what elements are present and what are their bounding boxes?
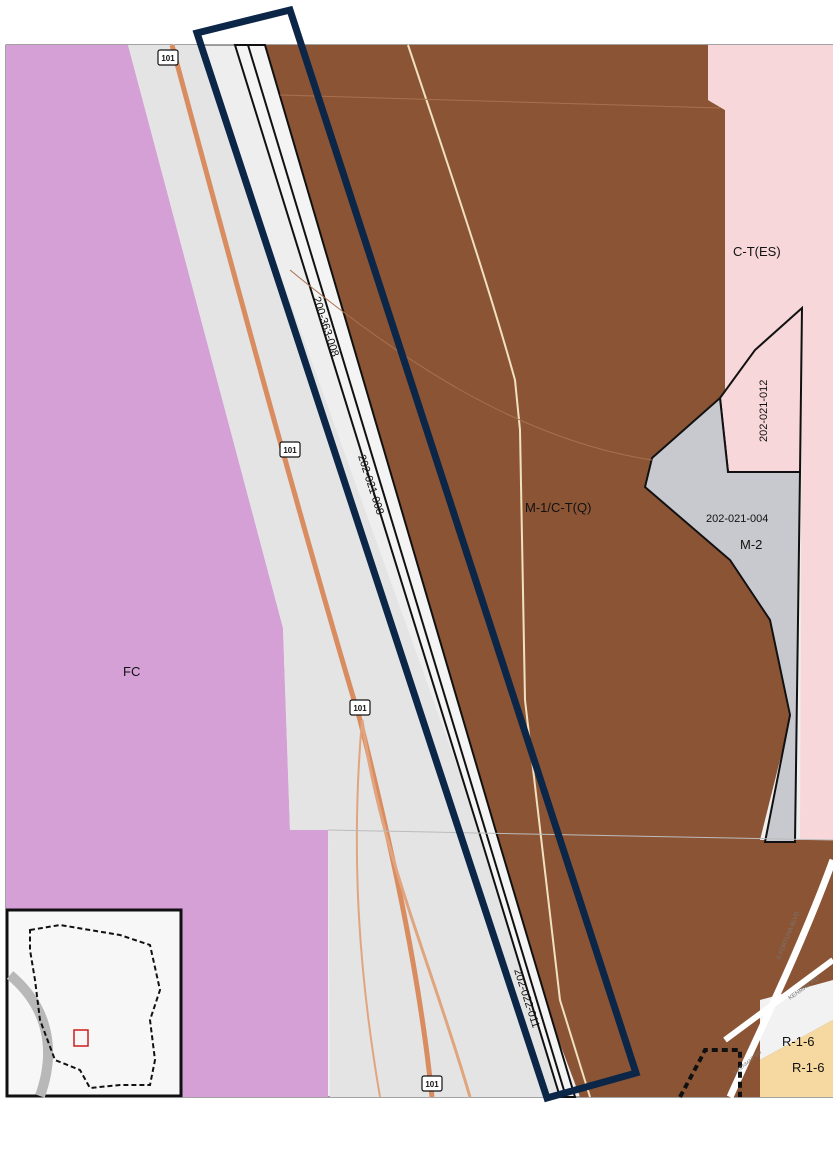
svg-text:101: 101 (161, 54, 175, 63)
zone-m2-area (643, 395, 802, 843)
svg-text:101: 101 (353, 704, 367, 713)
zone-m1-area (265, 45, 833, 1097)
highway-shield: 101 (157, 49, 179, 66)
zone-r16-area (760, 1020, 833, 1097)
zone-label-m2: M-2 (740, 537, 762, 552)
highway-shield: 101 (421, 1075, 443, 1092)
zone-fc-area (6, 45, 328, 1097)
parcel-label-202-021-004: 202-021-004 (706, 513, 768, 525)
street-fortuna (726, 858, 833, 1099)
ramp-line (360, 719, 472, 1098)
parcel-line (247, 44, 567, 1098)
zone-label-m1: M-1/C-T(Q) (525, 500, 591, 515)
rail-strip (233, 44, 577, 1098)
creek-line (407, 44, 591, 1098)
zone-ct-es-area (708, 45, 833, 840)
property-line-2 (327, 829, 833, 841)
locator-highlight (73, 1029, 89, 1047)
zone-label-r16-a: R-1-6 (782, 1034, 815, 1049)
parcel-label-202-021-012: 202-021-012 (758, 380, 770, 442)
zone-label-ct-es: C-T(ES) (733, 244, 781, 259)
highway-shield: 101 (279, 441, 301, 458)
highway-101-line (169, 44, 435, 1098)
highway-shield: 101 (349, 699, 371, 716)
zone-label-r16-b: R-1-6 (792, 1060, 825, 1075)
highlight-box (192, 5, 641, 1103)
city-boundary (678, 1048, 742, 1098)
street-kenmar (723, 957, 833, 1043)
property-line-3 (289, 269, 653, 461)
svg-text:101: 101 (283, 446, 297, 455)
highway-corridor (128, 45, 560, 1097)
property-line (279, 94, 721, 109)
svg-text:101: 101 (425, 1080, 439, 1089)
zone-label-fc: FC (123, 664, 140, 679)
locator-inset-map (5, 908, 183, 1098)
ramp-line-2 (355, 719, 381, 1098)
